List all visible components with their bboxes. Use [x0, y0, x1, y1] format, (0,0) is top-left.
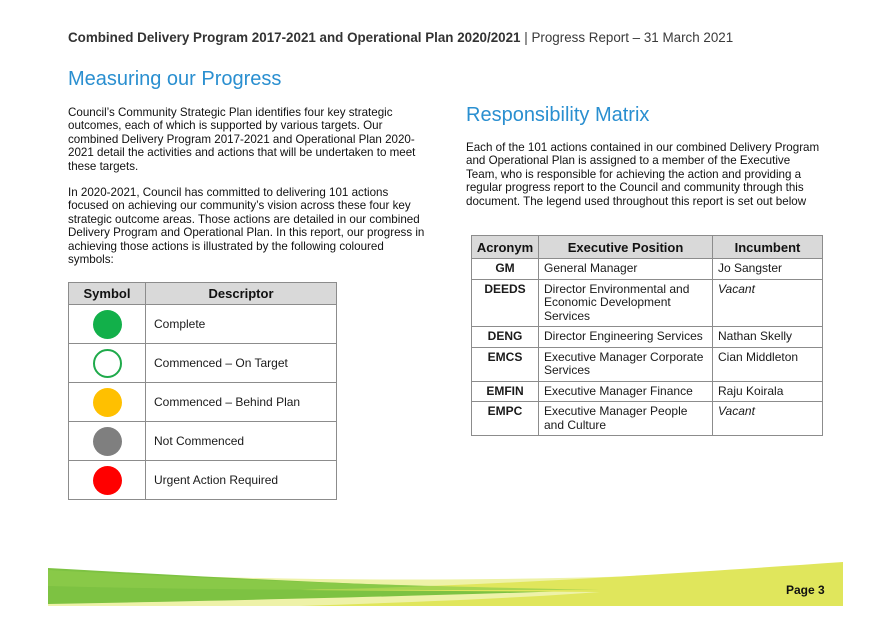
acronym-column-header: Acronym — [471, 235, 539, 259]
responsibility-matrix-heading: Responsibility Matrix — [466, 104, 650, 126]
page-number: Page 3 — [786, 583, 825, 597]
incumbent-cell: Jo Sangster — [712, 258, 823, 280]
table-row: EMPC Executive Manager People and Cultur… — [471, 401, 823, 436]
incumbent-cell: Raju Koirala — [712, 380, 823, 402]
descriptor-cell: Commenced – On Target — [145, 343, 337, 383]
commitment-paragraph: In 2020-2021, Council has committed to d… — [68, 186, 425, 267]
position-cell: Executive Manager Finance — [538, 380, 713, 402]
acronym-cell: EMCS — [471, 346, 539, 382]
acronym-cell: EMPC — [471, 401, 539, 436]
intro-paragraph: Council’s Community Strategic Plan ident… — [68, 106, 416, 173]
descriptor-cell: Commenced – Behind Plan — [145, 382, 337, 422]
grey-filled-circle-icon — [92, 426, 122, 456]
incumbent-cell: Vacant — [712, 401, 823, 436]
incumbent-cell: Vacant — [712, 278, 823, 327]
table-row: Urgent Action Required — [68, 460, 337, 500]
green-filled-circle-icon — [92, 309, 122, 339]
header-subtitle: Progress Report – 31 March 2021 — [531, 30, 734, 45]
table-row: Complete — [68, 304, 337, 344]
acronym-cell: GM — [471, 258, 539, 280]
symbol-table-header-row: Symbol Descriptor — [68, 282, 337, 305]
descriptor-cell: Complete — [145, 304, 337, 344]
symbol-column-header: Symbol — [68, 282, 146, 305]
amber-filled-circle-icon — [92, 387, 122, 417]
footer-swoosh-graphic — [48, 562, 843, 606]
table-row: DENG Director Engineering Services Natha… — [471, 326, 823, 348]
position-cell: Director Environmental and Economic Deve… — [538, 278, 713, 327]
descriptor-cell: Not Commenced — [145, 421, 337, 461]
position-cell: Director Engineering Services — [538, 326, 713, 348]
table-row: DEEDS Director Environmental and Economi… — [471, 278, 823, 327]
table-row: Commenced – On Target — [68, 343, 337, 383]
measuring-progress-heading: Measuring our Progress — [68, 68, 282, 90]
acronym-cell: DENG — [471, 326, 539, 348]
page-header: Combined Delivery Program 2017-2021 and … — [68, 30, 733, 45]
responsibility-table-header-row: Acronym Executive Position Incumbent — [471, 235, 823, 259]
header-title: Combined Delivery Program 2017-2021 and … — [68, 30, 521, 45]
table-row: Not Commenced — [68, 421, 337, 461]
incumbent-cell: Nathan Skelly — [712, 326, 823, 348]
position-cell: Executive Manager People and Culture — [538, 401, 713, 436]
incumbent-cell: Cian Middleton — [712, 346, 823, 382]
incumbent-column-header: Incumbent — [712, 235, 823, 259]
position-cell: General Manager — [538, 258, 713, 280]
acronym-cell: DEEDS — [471, 278, 539, 327]
header-separator: | — [524, 30, 528, 45]
table-row: EMCS Executive Manager Corporate Service… — [471, 346, 823, 382]
responsibility-matrix-table: Acronym Executive Position Incumbent GM … — [471, 235, 823, 436]
table-row: GM General Manager Jo Sangster — [471, 258, 823, 280]
table-row: Commenced – Behind Plan — [68, 382, 337, 422]
red-filled-circle-icon — [92, 465, 122, 495]
descriptor-column-header: Descriptor — [145, 282, 337, 305]
position-cell: Executive Manager Corporate Services — [538, 346, 713, 382]
green-outline-circle-icon — [92, 348, 122, 378]
responsibility-paragraph: Each of the 101 actions contained in our… — [466, 141, 820, 208]
table-row: EMFIN Executive Manager Finance Raju Koi… — [471, 380, 823, 402]
executive-position-column-header: Executive Position — [538, 235, 713, 259]
symbol-legend-table: Symbol Descriptor Complete Commenced – O… — [68, 282, 337, 500]
descriptor-cell: Urgent Action Required — [145, 460, 337, 500]
acronym-cell: EMFIN — [471, 380, 539, 402]
